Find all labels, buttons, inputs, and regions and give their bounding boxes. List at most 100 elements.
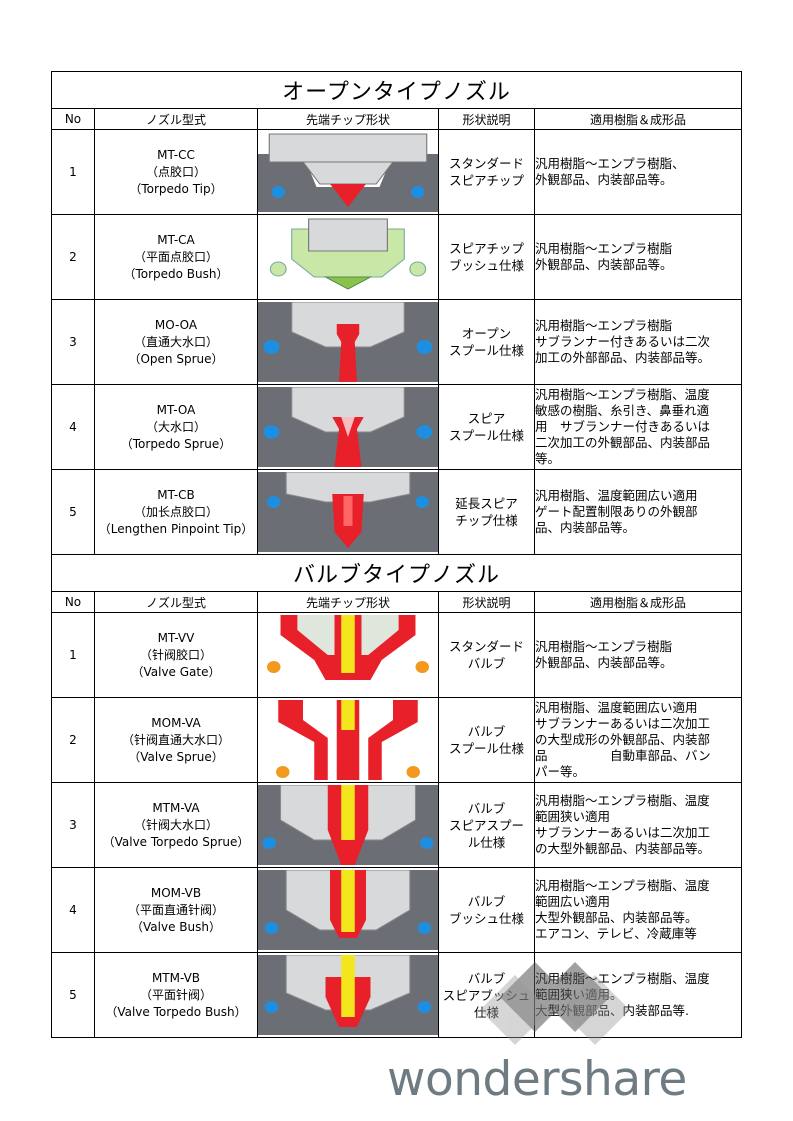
resin-cell: 汎用樹脂～エンプラ樹脂、温度敏感の樹脂、糸引き、鼻垂れ適用 サブランナー付きある… — [534, 384, 742, 470]
resin-cell: 汎用樹脂～エンプラ樹脂外観部品、内装部品等。 — [534, 612, 742, 698]
nozzle-tip-figure — [258, 217, 438, 297]
model-cell: MTM-VB（平面针阀）（Valve Torpedo Bush） — [94, 952, 258, 1038]
row-number: 1 — [51, 129, 95, 215]
model-line: MT-CC — [157, 147, 195, 162]
resin-line: サブランナーあるいは二次加工 — [535, 825, 711, 840]
shape-line: バルブ — [467, 970, 506, 986]
resin-line: 汎用樹脂～エンプラ樹脂、 — [535, 156, 685, 171]
header-shape-desc: 形状説明 — [438, 591, 535, 613]
tip-figure-cell — [257, 697, 439, 783]
tip-figure-cell — [257, 214, 439, 300]
tip-figure-cell — [257, 612, 439, 698]
table-row: 1 MT-VV （针阀胶口） （Valve Gate） スタンダードバルブ汎用樹脂～エン… — [51, 612, 742, 698]
resin-cell: 汎用樹脂、温度範囲広い適用ゲート配置制限ありの外観部品、内装部品等。 — [534, 469, 742, 555]
nozzle-tip-figure — [258, 302, 438, 382]
header-model: ノズル型式 — [94, 591, 258, 613]
model-line: （针阀大水口） — [133, 817, 218, 832]
row-number: 2 — [51, 214, 95, 300]
model-line: （直通大水口） — [133, 334, 218, 349]
model-line: （Valve Gate） — [131, 664, 221, 679]
shape-line: スタンダード — [448, 156, 524, 171]
nozzle-tip-figure — [258, 387, 438, 467]
resin-cell: 汎用樹脂～エンプラ樹脂、温度範囲狭い適用サブランナーあるいは二次加工の大型外観部… — [534, 782, 742, 868]
resin-line: ゲート配置制限ありの外観部 — [535, 504, 698, 519]
section-title: オープンタイプノズル — [51, 71, 742, 109]
shape-desc-cell: スピアスプール仕様 — [438, 384, 535, 470]
model-cell: MT-CB（加长点胶口）（Lengthen Pinpoint Tip） — [94, 469, 258, 555]
resin-line: 外観部品、内装部品等。 — [535, 172, 673, 187]
model-line: （平面针阀） — [139, 987, 212, 1002]
resin-line: 汎用樹脂、温度範囲広い適用 — [535, 488, 698, 503]
nozzle-tip-figure — [258, 785, 438, 865]
shape-line: スピアチップ — [449, 173, 524, 188]
table-row: 3 MO-OA （直通大水口） （Open Sprue） オープンスプール仕様汎用樹脂～… — [51, 299, 742, 385]
resin-line: 加工の外部部品、内装部品等。 — [535, 350, 711, 365]
model-line: MT-OA — [156, 402, 196, 417]
shape-line: 仕様 — [473, 1004, 499, 1020]
resin-line: サブランナーあるいは二次加工 — [535, 716, 711, 731]
tip-figure-cell — [257, 299, 439, 385]
header-tip-shape: 先端チップ形状 — [257, 108, 439, 130]
model-line: （Valve Bush） — [131, 919, 221, 934]
shape-desc-cell: バルブブッシュ仕様 — [438, 867, 535, 953]
tip-figure-cell — [257, 867, 439, 953]
shape-line: バルブ — [467, 800, 506, 816]
header-no: No — [51, 108, 95, 130]
shape-line: バルブ — [467, 656, 506, 671]
shape-line: スプール仕様 — [448, 343, 524, 358]
shape-line: 延長スピア — [455, 496, 518, 511]
shape-line: ブッシュ仕様 — [448, 258, 524, 273]
shape-desc-cell: バルブスプール仕様 — [438, 697, 535, 783]
model-line: MOM-VB — [150, 885, 202, 900]
tip-figure-cell — [257, 129, 439, 215]
resin-cell: 汎用樹脂～エンプラ樹脂、温度範囲狭い適用。大型外観部品、内装部品等. — [534, 952, 742, 1038]
shape-desc-cell: バルブスピアブッシュ仕様 — [438, 952, 535, 1038]
resin-cell: 汎用樹脂、温度範囲広い適用サブランナーあるいは二次加工の大型成形の外観部品、内装… — [534, 697, 742, 783]
model-line: MO-OA — [154, 317, 198, 332]
shape-desc-cell: 延長スピアチップ仕様 — [438, 469, 535, 555]
shape-desc-cell: スタンダードバルブ — [438, 612, 535, 698]
resin-line: パー等。 — [535, 764, 586, 779]
model-line: MT-CB — [157, 487, 195, 502]
header-model: ノズル型式 — [94, 108, 258, 130]
nozzle-tip-figure — [258, 472, 438, 552]
resin-line: 敏感の樹脂、糸引き、鼻垂れ適 — [535, 403, 710, 418]
model-line: （针阀胶口） — [139, 647, 212, 662]
model-line: （点胶口） — [145, 164, 206, 179]
resin-line: 品、内装部品等。 — [535, 520, 636, 535]
shape-line: スプール仕様 — [448, 741, 524, 756]
model-line: （Open Sprue） — [128, 351, 224, 366]
model-cell: MTM-VA（针阀大水口）（Valve Torpedo Sprue） — [94, 782, 258, 868]
shape-desc-cell: スピアチップブッシュ仕様 — [438, 214, 535, 300]
resin-line: 範囲狭い適用。 — [535, 987, 623, 1002]
resin-line: エアコン、テレビ、冷蔵庫等 — [535, 926, 697, 941]
model-line: MT-VV — [157, 630, 195, 645]
shape-line: スピアブッシュ — [442, 987, 531, 1003]
resin-line: の大型外観部品、内装部品等。 — [535, 841, 711, 856]
resin-line: 汎用樹脂～エンプラ樹脂、温度 — [535, 387, 710, 402]
model-line: （Torpedo Bush） — [123, 266, 229, 281]
resin-cell: 汎用樹脂～エンプラ樹脂サブランナー付きあるいは二次加工の外部部品、内装部品等。 — [534, 299, 742, 385]
resin-line: 品 自動車部品、バン — [535, 748, 711, 763]
resin-cell: 汎用樹脂～エンプラ樹脂、温度範囲広い適用大型外観部品、内装部品等。エアコン、テレ… — [534, 867, 742, 953]
model-line: MTM-VB — [151, 970, 201, 985]
header-resin: 適用樹脂＆成形品 — [534, 591, 742, 613]
resin-line: 二次加工の外観部品、内装部品 — [535, 435, 711, 450]
nozzle-tip-figure — [258, 132, 438, 212]
row-number: 3 — [51, 782, 95, 868]
resin-line: サブランナー付きあるいは二次 — [535, 334, 711, 349]
row-number: 3 — [51, 299, 95, 385]
shape-desc-cell: オープンスプール仕様 — [438, 299, 535, 385]
tip-figure-cell — [257, 469, 439, 555]
model-line: （Lengthen Pinpoint Tip） — [98, 521, 254, 536]
row-number: 4 — [51, 384, 95, 470]
row-number: 1 — [51, 612, 95, 698]
resin-line: 大型外観部品、内装部品等。 — [535, 910, 698, 925]
